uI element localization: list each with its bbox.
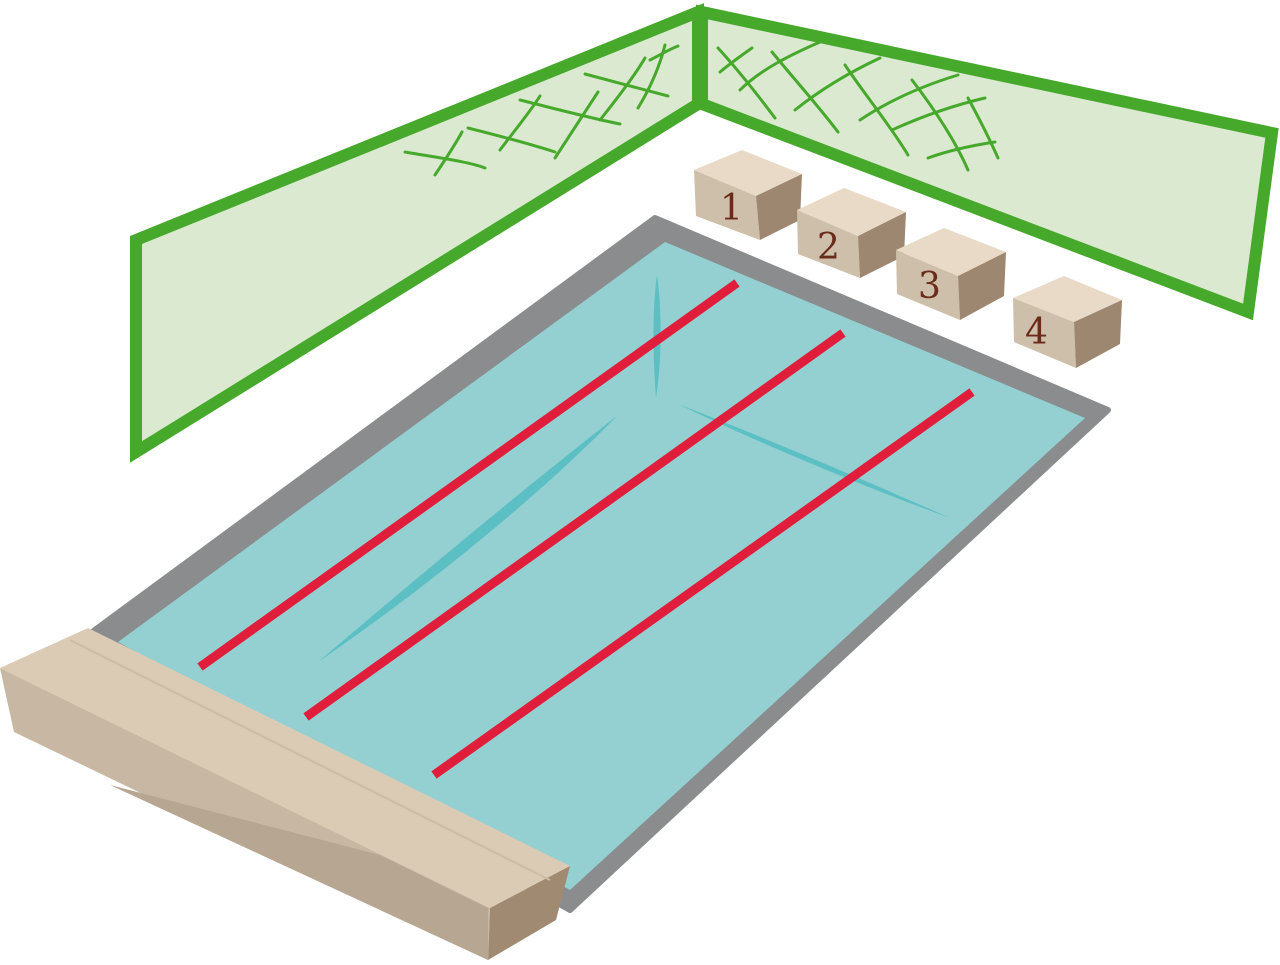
block-front [1013, 298, 1076, 368]
lane-ropes [197, 279, 975, 779]
block-side [1074, 300, 1122, 368]
starting-block-2: 2 [797, 188, 906, 278]
deck-end [488, 866, 570, 960]
block-number: 4 [1025, 312, 1048, 353]
block-front [694, 170, 760, 240]
block-front [797, 210, 860, 278]
block-number: 1 [720, 188, 743, 229]
ripple-diagonal [318, 415, 618, 662]
block-top [797, 188, 906, 236]
lane-rope [303, 329, 846, 721]
ripple-horizontal [678, 404, 950, 518]
starting-blocks: 1 2 3 4 [694, 150, 1122, 368]
pool-deck [0, 628, 570, 960]
block-number: 3 [918, 266, 941, 307]
starting-block-1: 1 [694, 150, 802, 240]
deck-top [0, 628, 570, 908]
block-top [1013, 276, 1122, 322]
block-front [896, 250, 960, 320]
starting-block-3: 3 [896, 228, 1006, 320]
fence-left-mesh [403, 43, 680, 177]
block-top [896, 228, 1006, 276]
block-side [756, 174, 802, 240]
block-top [694, 150, 802, 196]
block-number: 2 [817, 227, 840, 268]
pool-water [118, 242, 1085, 890]
block-side [858, 212, 906, 278]
deck-edge-line [69, 639, 551, 881]
deck-shadow [110, 785, 488, 960]
fence-right-mesh [716, 40, 1000, 172]
fence-right [696, 4, 1279, 321]
starting-block-4: 4 [1013, 276, 1122, 368]
lane-rope [197, 279, 740, 671]
fence-right-panel [696, 4, 1279, 321]
pool [85, 215, 1111, 913]
lane-rope [431, 388, 975, 779]
block-side [958, 252, 1006, 320]
